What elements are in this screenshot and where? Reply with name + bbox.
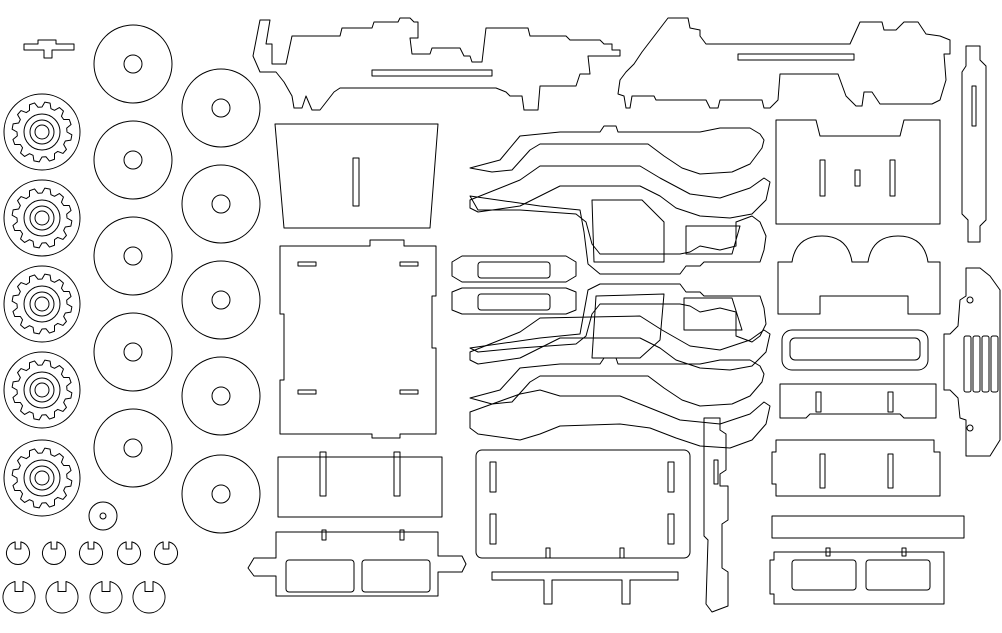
axle-clip xyxy=(6,542,29,565)
axle-clip xyxy=(3,582,35,613)
seat-panel-slotted xyxy=(776,120,940,224)
geared-hub-wheel xyxy=(4,266,80,342)
wheel-discs-column-a xyxy=(94,25,172,487)
gear-ring xyxy=(12,360,72,420)
geared-hub-wheels xyxy=(4,94,80,516)
floor-panel-with-tabs xyxy=(280,240,436,438)
chassis-rail-lower xyxy=(470,316,770,448)
wheel-disc xyxy=(94,313,172,391)
gear-ring xyxy=(12,188,72,248)
axle-clip xyxy=(90,582,122,613)
axle-clip xyxy=(42,542,65,565)
tabbed-slotted-plate xyxy=(772,440,940,496)
geared-hub-wheel xyxy=(4,180,80,256)
grille-front-panel xyxy=(944,268,1000,456)
axle-clips xyxy=(3,542,178,613)
axle-clip xyxy=(117,542,140,565)
wheel-disc xyxy=(182,69,260,147)
bumper-frame-left xyxy=(248,530,466,596)
chassis-rail-upper xyxy=(470,126,770,218)
gear-ring xyxy=(12,448,72,508)
wheel-disc xyxy=(182,357,260,435)
left-body-top-panel xyxy=(253,18,620,110)
vertical-strut-right xyxy=(962,46,986,242)
small-slotted-plate xyxy=(780,384,936,418)
connector-link-lower xyxy=(452,288,576,314)
connector-link-upper xyxy=(452,256,576,282)
wheel-discs-column-b xyxy=(182,69,260,533)
axle-key-part xyxy=(24,40,74,58)
thin-bar-plate xyxy=(772,516,964,538)
double-arch-panel xyxy=(778,236,940,314)
base-plate-rounded xyxy=(476,450,690,558)
bumper-frame-right xyxy=(770,548,944,604)
long-tab-strip xyxy=(492,572,678,604)
gear-ring xyxy=(12,274,72,334)
cab-side-panel-upper xyxy=(470,196,766,274)
small-washer xyxy=(89,502,117,530)
wheel-disc xyxy=(182,455,260,533)
axle-clip xyxy=(133,582,165,613)
gear-ring xyxy=(12,102,72,162)
geared-hub-wheel xyxy=(4,440,80,516)
cab-side-panel-lower xyxy=(470,284,766,358)
wheel-disc xyxy=(94,25,172,103)
right-body-top-panel xyxy=(618,18,950,108)
geared-hub-wheel xyxy=(4,94,80,170)
trapezoid-panel xyxy=(275,124,438,228)
slotted-rectangle-panel xyxy=(278,452,442,517)
wheel-disc xyxy=(94,409,172,487)
wheel-disc xyxy=(182,261,260,339)
wheel-disc xyxy=(94,217,172,295)
axle-clip xyxy=(154,542,177,565)
vertical-strut-center xyxy=(704,418,728,612)
axle-clip xyxy=(46,582,78,613)
rounded-slot-frame xyxy=(782,330,928,370)
axle-clip xyxy=(79,542,102,565)
wheel-disc xyxy=(94,121,172,199)
geared-hub-wheel xyxy=(4,352,80,428)
wheel-disc xyxy=(182,165,260,243)
